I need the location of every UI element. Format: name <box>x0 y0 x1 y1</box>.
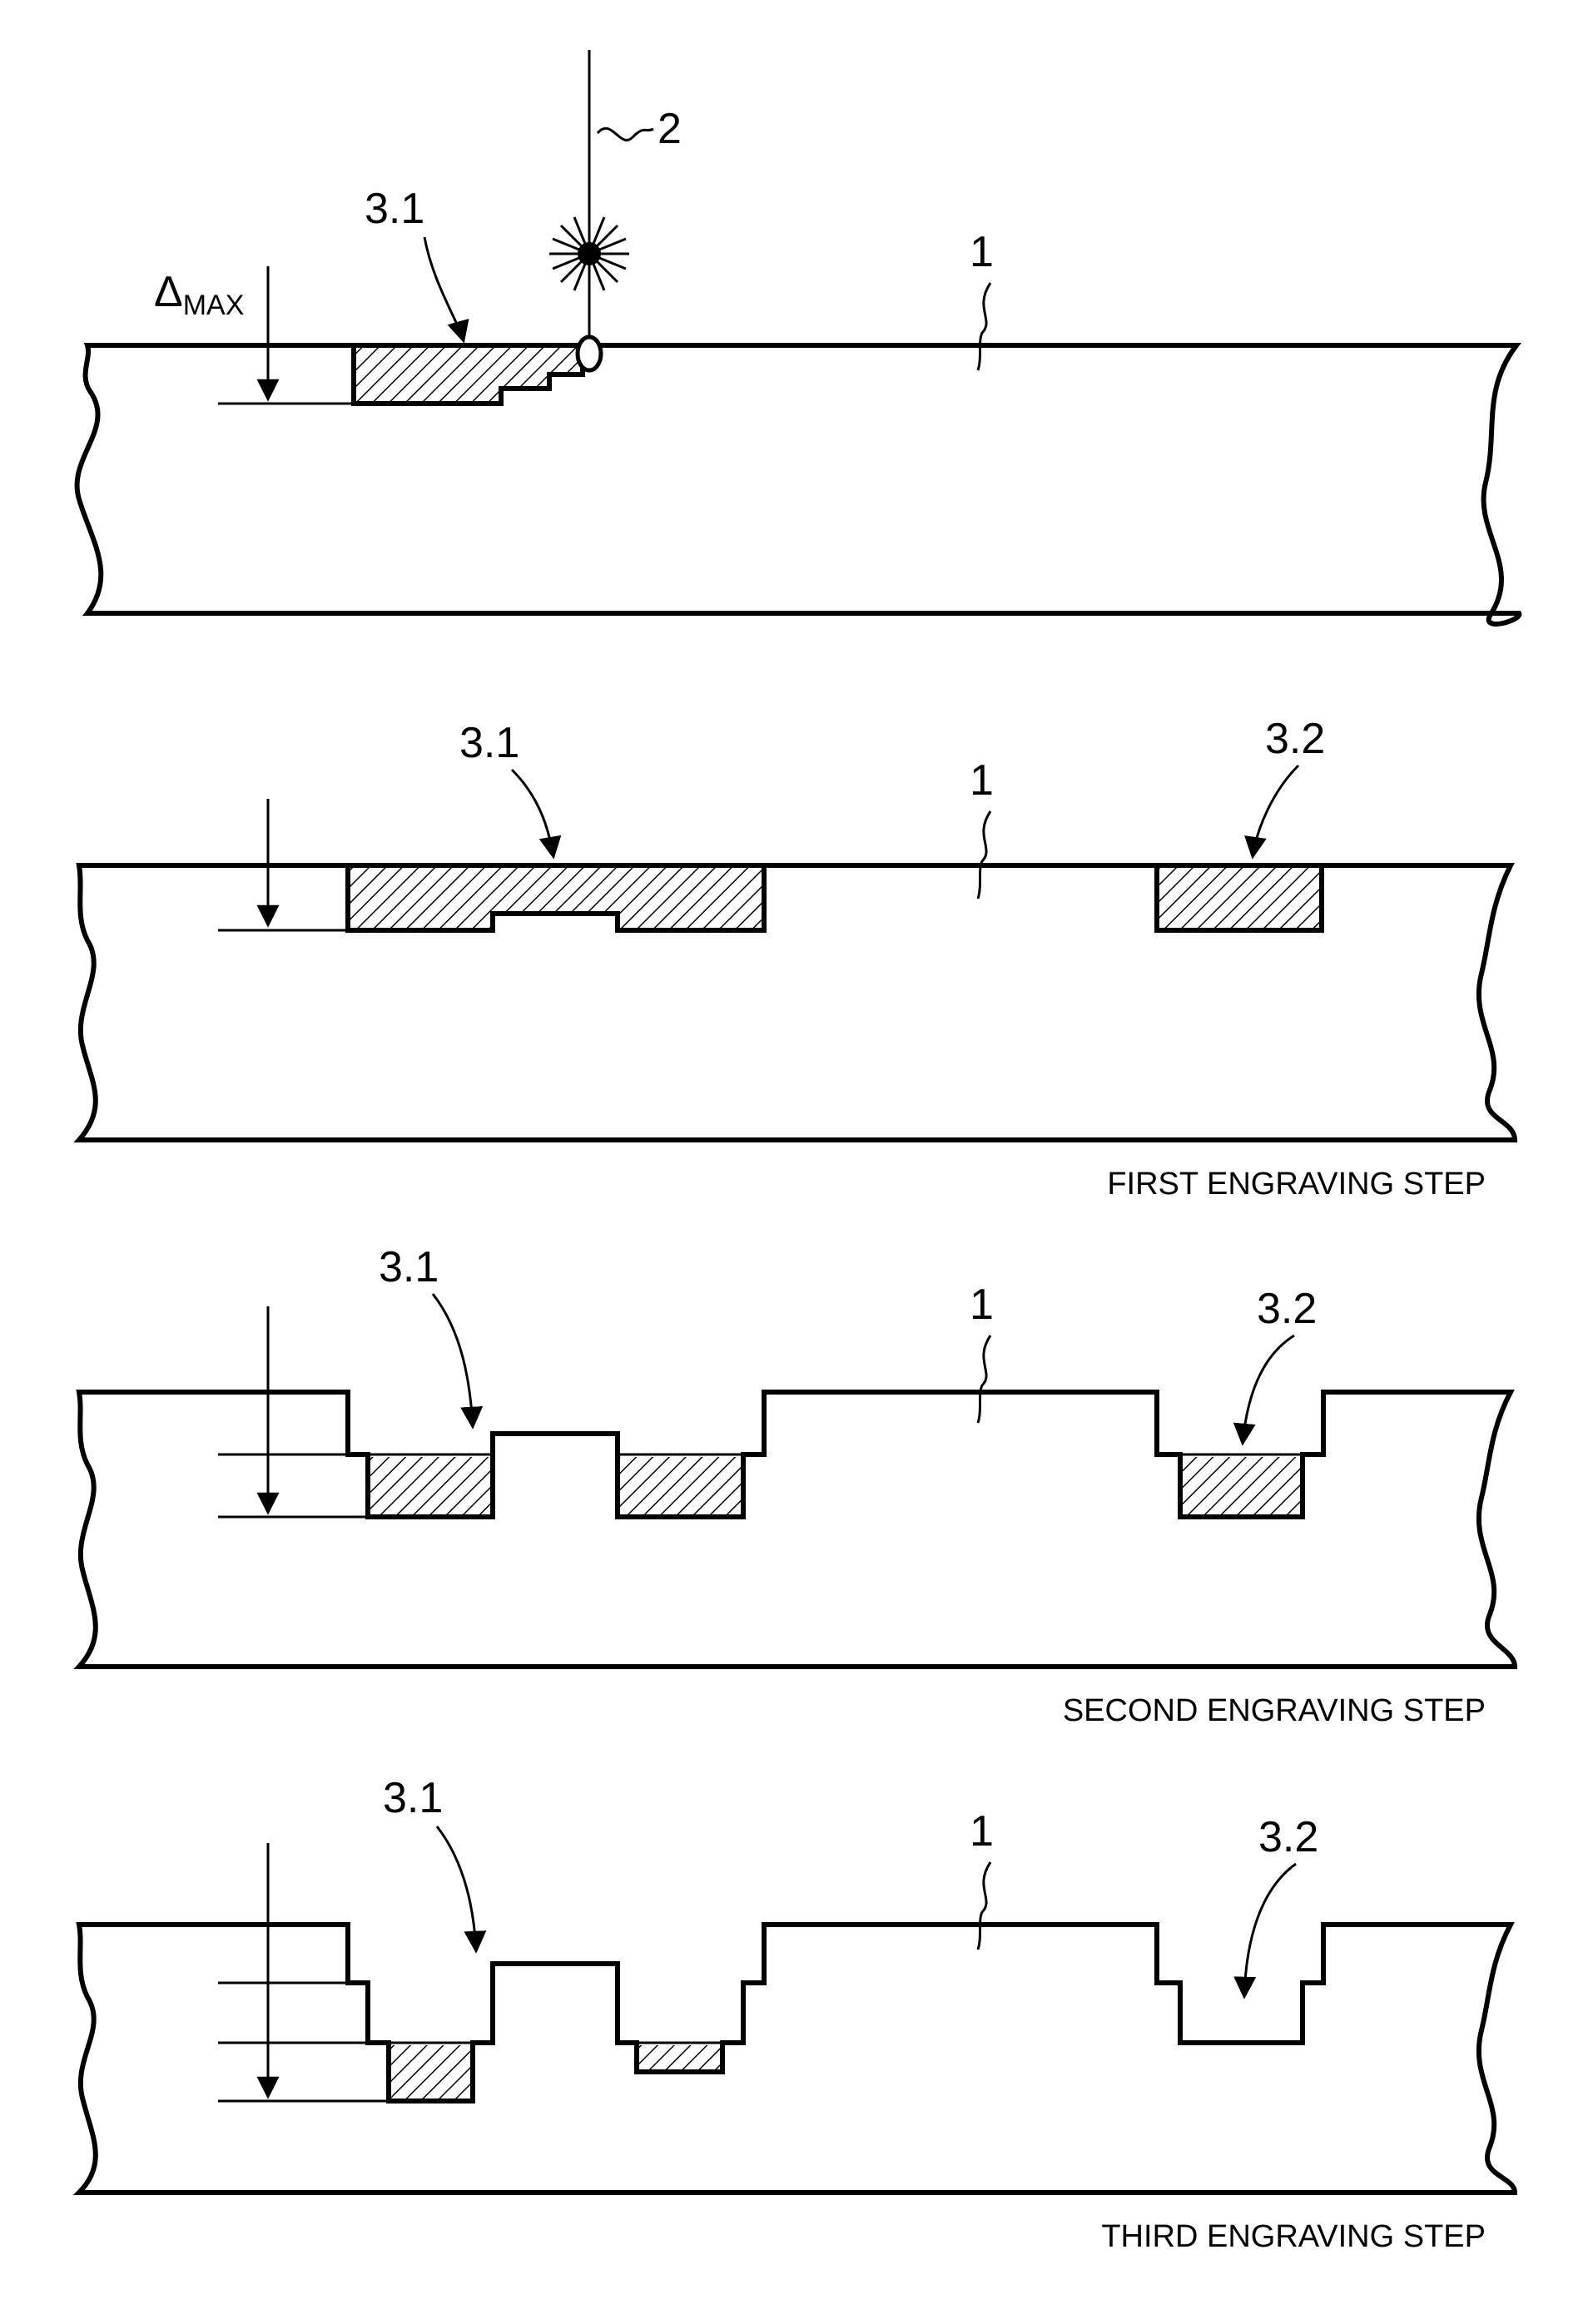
workpiece-leader <box>978 811 990 899</box>
cavity-label-3-1: 3.1 <box>383 1774 443 1822</box>
panel-4: 1 3.1 3.2 THIRD ENGRAVING STEP <box>79 1774 1515 2254</box>
cavity-arrow-3-1 <box>433 1294 473 1427</box>
workpiece-label: 1 <box>970 756 994 805</box>
cavity-hatch-3-1 <box>356 348 580 401</box>
cavity-hatch-3-1 <box>391 2045 470 2099</box>
cavity-hatch-3-2 <box>1159 868 1319 928</box>
panel-3: 1 3.1 3.2 SECOND ENGRAVING STEP <box>79 1243 1515 1728</box>
workpiece-label: 1 <box>970 228 994 276</box>
laser-label: 2 <box>658 105 682 153</box>
laser-burst-icon <box>549 214 629 294</box>
step-caption: FIRST ENGRAVING STEP <box>1107 1167 1486 1202</box>
cavity-arrow-3-2 <box>1243 1335 1294 1444</box>
cavity-arrow-3-1 <box>437 1826 476 1951</box>
delta-max-label: ΔMAX <box>154 268 244 321</box>
cavity-label-3-1: 3.1 <box>379 1243 439 1291</box>
step-caption: SECOND ENGRAVING STEP <box>1063 1693 1486 1728</box>
workpiece-outline <box>79 1925 1515 2193</box>
workpiece-outline <box>79 1392 1515 1667</box>
cavity-label-3-2: 3.2 <box>1257 1285 1317 1333</box>
cavity-arrow-3-1 <box>512 770 553 857</box>
workpiece-label: 1 <box>970 1281 994 1329</box>
panel-2: 1 3.1 3.2 FIRST ENGRAVING STEP <box>79 715 1515 1202</box>
cavity-label-3-2: 3.2 <box>1258 1813 1318 1861</box>
panel-1: 2 1 3.1 ΔMAX <box>77 50 1520 624</box>
laser-leader <box>598 128 653 140</box>
workpiece-label: 1 <box>970 1807 994 1856</box>
cavity-hatch-3-1b <box>620 1457 741 1514</box>
cavity-arrow-3-2 <box>1244 1864 1296 1997</box>
workpiece-leader <box>978 1862 990 1950</box>
cavity-hatch-3-1 <box>370 1457 490 1514</box>
cavity-hatch-3-1b <box>639 2045 720 2069</box>
cavity-hatch-3-2 <box>1183 1457 1300 1514</box>
cavity-arrow-3-2 <box>1253 766 1298 857</box>
laser-spot <box>578 337 601 370</box>
workpiece-leader <box>978 1335 990 1423</box>
cavity-label-3-2: 3.2 <box>1265 715 1325 763</box>
cavity-arrow-3-1 <box>424 237 464 341</box>
step-caption: THIRD ENGRAVING STEP <box>1101 2219 1486 2254</box>
cavity-label-3-1: 3.1 <box>365 185 424 233</box>
workpiece-outline <box>77 345 1520 624</box>
cavity-hatch-3-1 <box>350 868 762 928</box>
cavity-label-3-1: 3.1 <box>459 719 519 767</box>
workpiece-leader <box>978 283 990 370</box>
